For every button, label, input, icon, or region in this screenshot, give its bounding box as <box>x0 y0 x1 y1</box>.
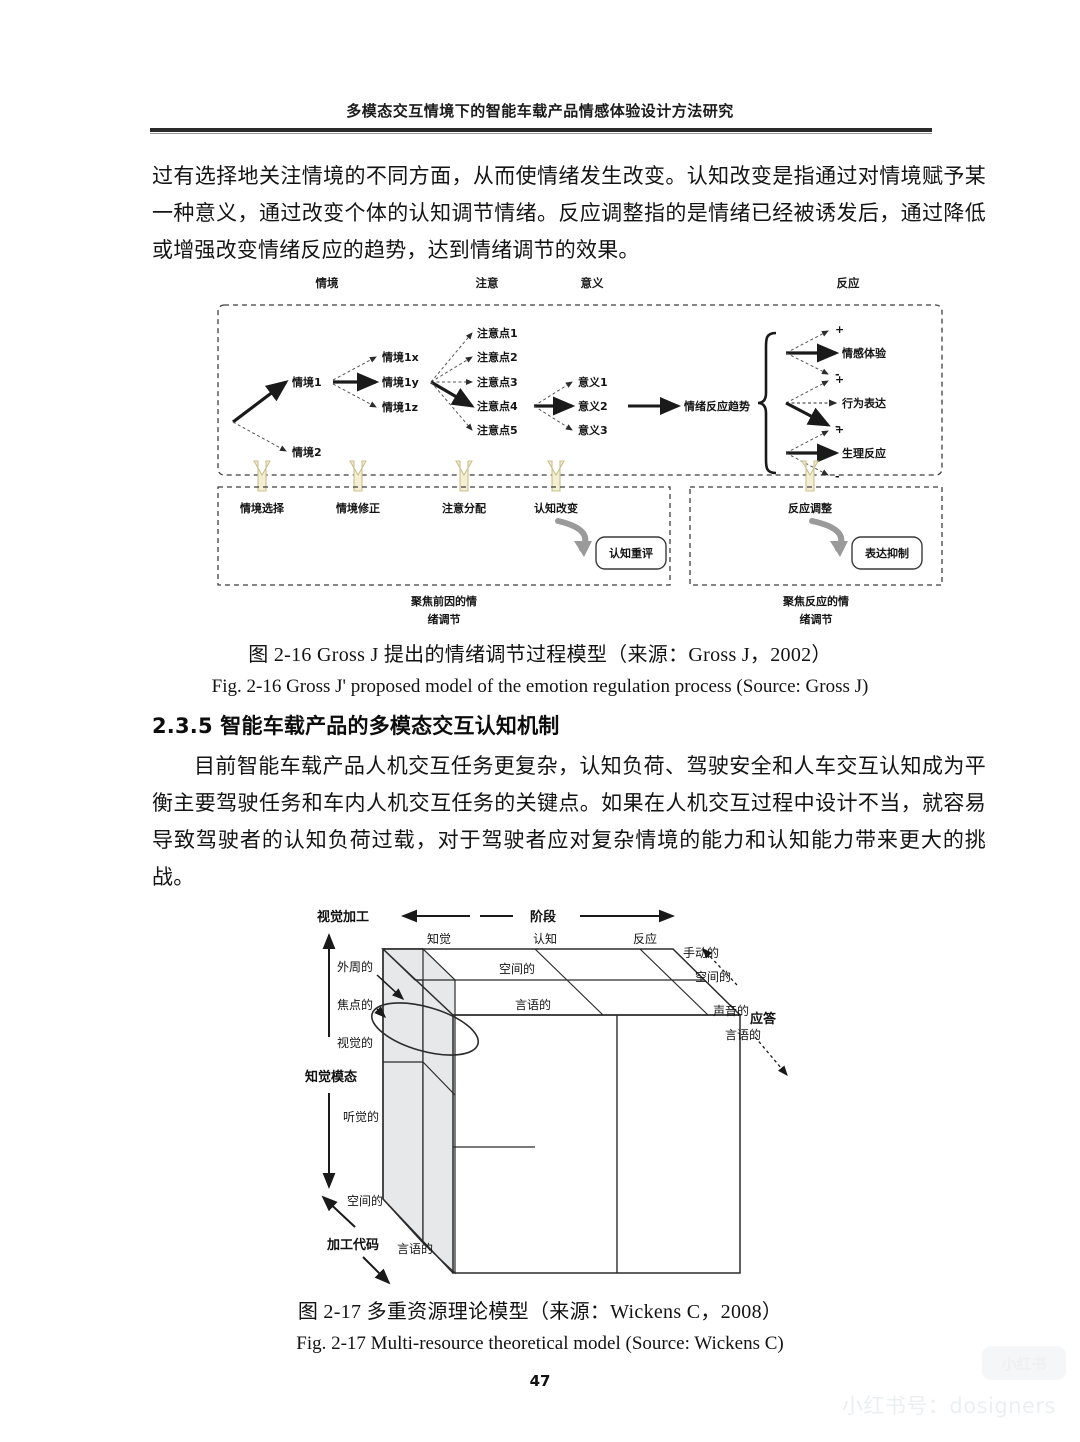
figure-2-17-caption-en: Fig. 2-17 Multi-resource theoretical mod… <box>296 1333 784 1354</box>
paragraph-continued: 过有选择地关注情境的不同方面，从而使情绪发生改变。认知改变是指通过对情境赋予某一… <box>152 164 986 262</box>
fig216-column-header-0: 情境 <box>315 276 339 290</box>
fig216-suppression-label: 表达抑制 <box>864 546 909 560</box>
fig217-code-left-0: 空间的 <box>347 1193 383 1208</box>
fig216-group-left-line1: 聚焦前因的情 <box>410 594 477 608</box>
fig217-code-left-1: 言语的 <box>397 1241 433 1256</box>
fig216-process-frame <box>217 304 943 476</box>
fig216-group-left-line2: 绪调节 <box>428 612 461 626</box>
figure-2-17-multi-resource-model: 视觉加工 阶段 知觉模态 加工代码 应答 <box>285 905 865 1290</box>
fig217-axis-response: 应答 <box>750 1011 777 1027</box>
header-rule <box>150 128 932 132</box>
fig217-axis-visual-processing: 视觉加工 <box>317 909 369 925</box>
fig216-group-right-line2: 绪调节 <box>800 612 833 626</box>
fig217-modality-0: 听觉的 <box>343 1109 379 1124</box>
fig216-meaning-2: 意义3 <box>578 423 608 437</box>
fig216-polarity-plus-2: + <box>835 423 844 436</box>
fig217-response-label-2: 声音的 <box>713 1003 749 1018</box>
fig217-stage-0: 知觉 <box>427 932 451 946</box>
fig216-polarity-minus-0: - <box>835 368 840 381</box>
fig216-situation-variant-0: 情境1x <box>382 350 419 364</box>
fig216-up-arrow-2 <box>455 460 473 492</box>
fig216-group-right-line1: 聚焦反应的情 <box>782 594 849 608</box>
fig216-response-2: 生理反应 <box>842 446 886 460</box>
fig216-polarity-minus-2: - <box>835 470 840 483</box>
fig216-situation-0: 情境1 <box>292 375 322 389</box>
fig216-up-arrow-1 <box>349 460 367 492</box>
running-head-title: 多模态交互情境下的智能车载产品情感体验设计方法研究 <box>346 102 734 120</box>
fig216-antecedent-box <box>217 486 671 586</box>
fig216-attention-4: 注意点5 <box>477 423 518 437</box>
figure-2-16-caption-en: Fig. 2-16 Gross J' proposed model of the… <box>211 676 869 697</box>
running-head: 多模态交互情境下的智能车载产品情感体验设计方法研究 <box>150 100 930 121</box>
fig217-visual-level-2: 视觉的 <box>337 1035 373 1050</box>
section-heading-2-3-5: 2.3.5 智能车载产品的多模态交互认知机制 <box>152 714 560 738</box>
fig216-response-0: 情感体验 <box>842 346 887 360</box>
fig216-strategy-0: 情境选择 <box>240 501 285 515</box>
fig216-meaning-0: 意义1 <box>578 375 608 389</box>
fig216-up-arrow-3 <box>547 460 565 492</box>
fig216-column-header-2: 意义 <box>581 276 604 290</box>
watermark-text: 小红书号：dosigners <box>841 1394 1056 1418</box>
fig216-strategy-response-0: 反应调整 <box>788 501 832 515</box>
watermark-logo: 小红书 <box>982 1346 1066 1380</box>
figure-2-17-caption-cn: 图 2-17 多重资源理论模型（来源：Wickens C，2008） <box>297 1301 783 1323</box>
page-number: 47 <box>529 1372 551 1390</box>
fig216-attention-3: 注意点4 <box>477 399 518 413</box>
figure-2-16-emotion-regulation-model: 情境 注意 意义 反应 情境1 情境2 情境1x 情境1y 情境1z 注意 <box>200 275 960 635</box>
fig216-up-arrow-4 <box>801 460 819 492</box>
fig216-strategy-1: 情境修正 <box>336 501 380 515</box>
fig216-trend-label: 情绪反应趋势 <box>684 399 750 413</box>
fig217-stage-1: 认知 <box>533 932 557 946</box>
fig216-column-header-3: 反应 <box>837 276 860 290</box>
fig217-response-label-3: 言语的 <box>725 1027 761 1042</box>
fig217-left-slab-front <box>382 948 424 1245</box>
fig216-column-header-1: 注意 <box>476 276 499 290</box>
fig216-reappraisal-label: 认知重评 <box>609 546 653 560</box>
fig216-response-1: 行为表达 <box>841 396 886 410</box>
fig216-reappraisal-box <box>595 536 667 570</box>
fig217-visual-level-1: 焦点的 <box>337 997 373 1012</box>
fig217-axis-perception-modality: 知觉模态 <box>305 1069 357 1085</box>
paragraph-2-3-5: 目前智能车载产品人机交互任务更复杂，认知负荷、驾驶安全和人车交互认知成为平衡主要… <box>152 754 986 889</box>
fig216-attention-1: 注意点2 <box>477 350 518 364</box>
fig216-polarity-plus-1: + <box>835 373 844 386</box>
fig216-attention-2: 注意点3 <box>477 375 518 389</box>
fig216-meaning-1: 意义2 <box>578 399 608 413</box>
fig216-situation-variant-1: 情境1y <box>382 375 419 389</box>
fig216-response-box <box>689 486 943 586</box>
fig217-response-label-1: 空间的 <box>695 969 731 984</box>
fig216-up-arrow-0 <box>253 460 271 492</box>
fig216-situation-1: 情境2 <box>292 445 322 459</box>
fig217-visual-level-0: 外周的 <box>337 959 373 974</box>
fig216-situation-variant-2: 情境1z <box>382 400 418 414</box>
fig216-strategy-2: 注意分配 <box>442 501 486 515</box>
fig216-suppression-box <box>851 536 923 570</box>
fig217-cube-front-face <box>452 1014 741 1274</box>
fig217-left-slab-side <box>422 947 456 1275</box>
fig217-code-top-1: 言语的 <box>515 997 551 1012</box>
fig217-focus-ellipse <box>370 1002 480 1056</box>
fig216-polarity-minus-1: - <box>835 420 840 433</box>
fig216-attention-0: 注意点1 <box>477 326 518 340</box>
fig216-brace <box>757 331 777 475</box>
header-rule-secondary <box>150 133 932 134</box>
fig217-stage-2: 反应 <box>633 931 657 946</box>
figure-2-16-caption-cn: 图 2-16 Gross J 提出的情绪调节过程模型（来源：Gross J，20… <box>248 644 832 666</box>
fig217-axis-stage: 阶段 <box>530 909 556 925</box>
fig217-code-top-0: 空间的 <box>499 961 535 976</box>
fig216-polarity-plus-0: + <box>835 323 844 336</box>
fig217-response-label-0: 手动的 <box>683 945 719 960</box>
fig216-strategy-3: 认知改变 <box>534 501 578 515</box>
fig217-axis-processing-code: 加工代码 <box>326 1237 379 1253</box>
